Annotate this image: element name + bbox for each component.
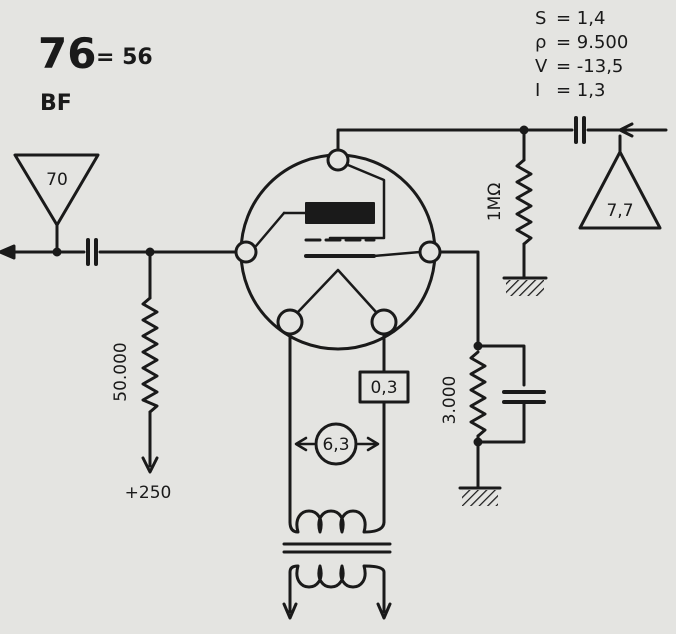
dimension-arrow-icon (366, 436, 380, 452)
bypass-capacitor-wire (476, 344, 526, 387)
heater-pin (370, 308, 398, 336)
heater-pin (276, 308, 304, 336)
param-symbol: I (535, 80, 540, 101)
input-source-label: 70 (46, 170, 68, 190)
input-arrow-icon (0, 244, 16, 260)
output-load-label: 7,7 (606, 201, 633, 221)
cathode-wire (438, 250, 480, 348)
anode-resistor-label: 1MΩ (485, 183, 505, 221)
ground-icon (462, 490, 498, 506)
ground-icon (506, 280, 544, 296)
grid-lead (254, 211, 286, 248)
cathode-resistor (469, 350, 487, 438)
parameter-list: S = 1,4 ρ = 9.500 V = -13,5 I = 1,3 (535, 8, 628, 101)
cathode-lead (372, 250, 422, 258)
tube-equivalent: = 56 (96, 45, 153, 70)
filament-voltage-circle (314, 422, 358, 466)
tube-function: BF (40, 91, 72, 116)
junction-dot (52, 247, 62, 257)
param-symbol: S (535, 8, 546, 29)
filament-current-label: 0,3 (370, 378, 397, 398)
param-symbol: V (535, 56, 548, 77)
dimension-arrow-icon (294, 436, 308, 452)
anode-pin (326, 148, 350, 172)
cathode-resistor-label: 3.000 (440, 376, 460, 425)
mains-arrow-icon (376, 602, 392, 620)
heater-filament (296, 268, 378, 314)
filament-current-box (358, 370, 410, 404)
grid-leak-resistor (141, 296, 159, 414)
output-load-triangle (578, 150, 662, 230)
input-source-triangle (13, 153, 100, 227)
supply-arrow-icon (141, 456, 159, 474)
param-value: = 1,4 (556, 8, 605, 29)
grid-leak-label: 50.000 (111, 342, 131, 401)
anode-wire (336, 128, 574, 152)
grid-pin (234, 240, 258, 264)
anode-plate (305, 202, 375, 224)
param-symbol: ρ (535, 32, 546, 53)
param-value: = 9.500 (556, 32, 628, 53)
param-value: = 1,3 (556, 80, 605, 101)
anode-resistor (515, 158, 533, 246)
cathode-pin (418, 240, 442, 264)
mains-arrow-icon (282, 602, 298, 620)
filament-voltage-label: 6,3 (322, 435, 349, 455)
tube-number: 76 (38, 29, 96, 78)
transformer-upper-coil (288, 509, 386, 534)
param-value: = -13,5 (556, 56, 623, 77)
bypass-capacitor-wire (476, 400, 526, 444)
transformer-lower-coil (288, 564, 386, 614)
anode-lead (328, 163, 386, 240)
supply-voltage-label: +250 (125, 483, 172, 503)
output-arrow-icon (618, 122, 634, 138)
